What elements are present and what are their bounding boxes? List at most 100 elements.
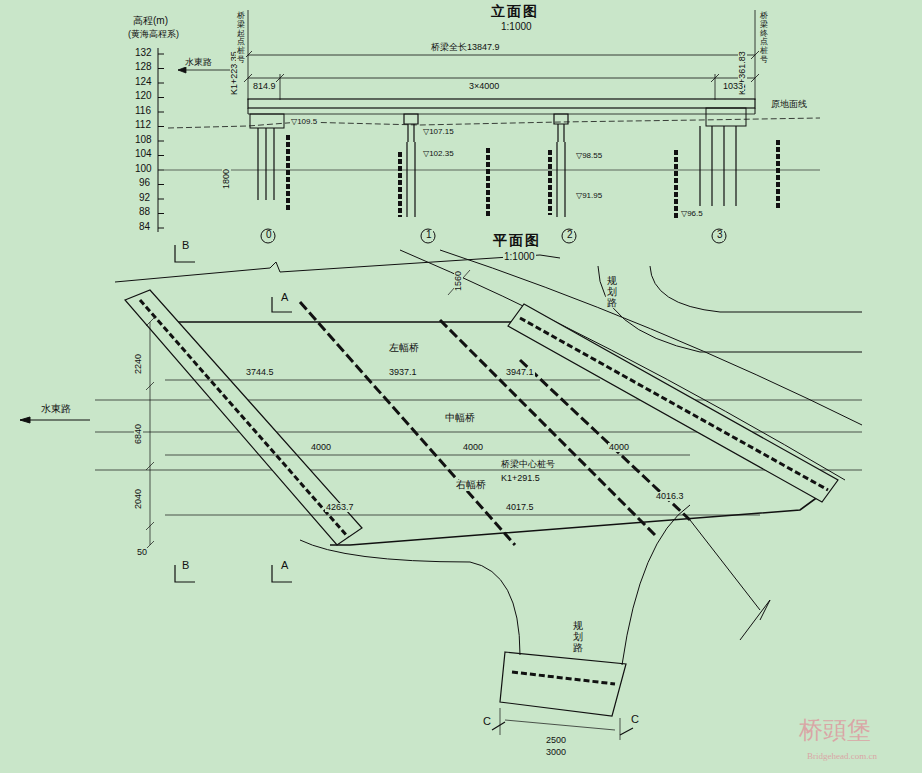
drawing-label: (黄海高程系)	[127, 30, 180, 39]
drawing-label: C	[630, 714, 640, 726]
bridge-deck	[248, 114, 755, 115]
section-marks	[175, 245, 633, 735]
piers-and-piles	[258, 128, 274, 200]
plan-deck	[500, 652, 626, 716]
drawing-label: 3744.5	[245, 368, 275, 377]
plan-dimensions	[448, 270, 470, 295]
drawing-label: 4000	[608, 443, 630, 452]
drawing-label: 116	[134, 106, 152, 117]
pier-number-circles	[421, 229, 435, 243]
plan-dimensions	[146, 318, 154, 549]
pier-number-circles	[562, 229, 576, 243]
drawing-label: ▽102.35	[422, 150, 455, 158]
drawing-label: 112	[134, 120, 152, 131]
drawing-label: 桥梁中心桩号	[500, 460, 556, 469]
ground-line	[168, 118, 820, 128]
plan-piers	[300, 302, 515, 545]
drawing-label: 3937.1	[388, 368, 418, 377]
drawing-label: 左幅桥	[388, 343, 420, 354]
watermark: Bridgehead.com.cn	[806, 752, 878, 761]
drawing-label: 1800	[222, 168, 231, 190]
plan-piers	[520, 360, 690, 520]
drawing-label: 中幅桥	[444, 413, 476, 424]
drawing-label: 规划路	[606, 275, 618, 308]
drawing-label: 108	[134, 135, 153, 146]
plan-roads	[300, 540, 520, 655]
drawing-label: 88	[138, 207, 151, 218]
elevation-axis	[164, 170, 820, 171]
boreholes	[288, 135, 778, 218]
drawing-label: C	[482, 716, 492, 728]
drawing-label: A	[280, 292, 289, 304]
elevation-axis	[158, 48, 159, 232]
drawing-label: 1033	[722, 82, 744, 91]
elevation-dimensions	[178, 10, 759, 100]
drawing-label: 1:1000	[500, 22, 533, 33]
plan-deck	[140, 300, 348, 537]
plan-roads	[598, 266, 862, 352]
plan-deck	[512, 672, 615, 684]
plan-deck	[125, 290, 362, 545]
drawing-label: K1+291.5	[500, 474, 541, 483]
drawing-label: 2040	[134, 488, 143, 510]
bridge-deck	[248, 99, 755, 108]
plan-roads	[690, 520, 770, 640]
elevation-axis	[158, 48, 820, 232]
drawing-label: 4263.7	[325, 503, 355, 512]
piers-and-piles	[404, 114, 418, 142]
elevation-dimensions	[280, 74, 281, 100]
boreholes	[288, 135, 778, 218]
elevation-dimensions	[715, 74, 716, 100]
drawing-label: ▽107.15	[422, 128, 455, 136]
drawing-label: 1560	[454, 270, 463, 292]
drawing-label: A	[280, 560, 289, 572]
drawing-label: 84	[138, 222, 151, 233]
bridge-deck	[250, 114, 284, 128]
drawing-label: ▽109.5	[290, 118, 318, 126]
drawing-label: 规划路	[572, 620, 584, 653]
drawing-label: 124	[134, 77, 153, 88]
bridge-deck	[248, 108, 755, 114]
piers-and-piles	[407, 142, 415, 217]
elevation-dimensions	[248, 78, 755, 79]
plan-roads	[20, 250, 862, 665]
piers-and-piles	[258, 114, 736, 217]
drawing-label: 104	[134, 149, 153, 160]
drawing-label: 4000	[310, 443, 332, 452]
drawing-label: B	[181, 240, 190, 252]
drawing-label: 92	[138, 193, 151, 204]
drawing-label: 水東路	[40, 404, 72, 415]
ground-line	[168, 118, 820, 128]
drawing-label: 3	[716, 230, 724, 241]
drawing-label: 2	[566, 230, 574, 241]
drawing-label: 96	[138, 178, 151, 189]
drawing-label: ▽96.5	[680, 210, 704, 218]
drawing-label: 3000	[545, 748, 567, 757]
drawing-label: 100	[134, 164, 153, 175]
plan-roads	[622, 505, 690, 665]
bridge-deck	[706, 108, 746, 126]
pier-number-circles	[712, 229, 726, 243]
drawing-label: 桥梁终点桩号	[759, 12, 769, 65]
piers-and-piles	[554, 114, 568, 142]
watermark: 桥頭堡	[798, 718, 872, 743]
drawing-label: 50	[136, 548, 148, 557]
plan-deck	[125, 290, 838, 716]
drawing-label: 814.9	[252, 82, 277, 91]
piers-and-piles	[557, 142, 565, 217]
elevation-dimensions	[178, 67, 238, 73]
plan-roads	[650, 266, 862, 312]
pier-number-circles	[261, 229, 275, 243]
section-marks	[175, 245, 633, 735]
drawing-label: 右幅桥	[455, 480, 487, 491]
drawing-label: 水東路	[184, 58, 213, 67]
drawing-label: B	[181, 560, 190, 572]
drawing-label: 132	[134, 48, 153, 59]
drawing-label: ▽91.95	[575, 192, 603, 200]
drawing-label: 4017.5	[505, 503, 535, 512]
plan-piers	[300, 302, 690, 545]
drawing-label: 2240	[134, 353, 143, 375]
drawing-label: 高程(m)	[132, 16, 169, 27]
elevation-dimensions	[248, 55, 755, 56]
drawing-label: 3947.1	[505, 368, 535, 377]
